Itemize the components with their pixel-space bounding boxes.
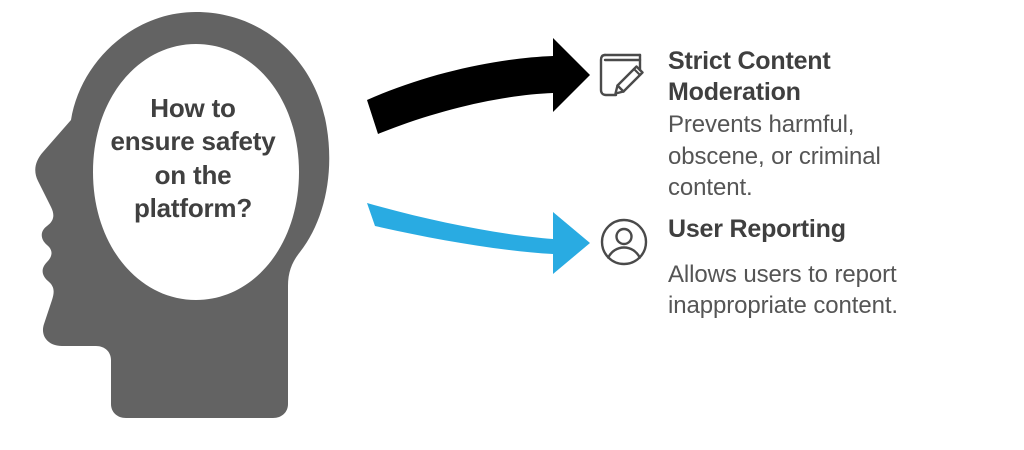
- moderation-desc-line-3: content.: [668, 174, 753, 202]
- moderation-desc-line-2: obscene, or criminal: [668, 142, 881, 170]
- notebook-pencil-icon: [596, 46, 652, 102]
- reporting-desc-line-1: Allows users to report: [668, 260, 897, 288]
- item-user-reporting: User Reporting Allows users to report in…: [596, 214, 1016, 322]
- head-silhouette-group: How to ensure safety on the platform?: [0, 0, 360, 445]
- moderation-desc-line-1: Prevents harmful,: [668, 111, 855, 138]
- moderation-title-line-1: Strict Content: [668, 47, 831, 75]
- user-circle-icon: [596, 214, 652, 270]
- item-title-reporting: User Reporting: [668, 214, 1016, 245]
- item-title-moderation: Strict Content Moderation: [668, 46, 1016, 107]
- moderation-title-line-2: Moderation: [668, 77, 801, 106]
- item-desc-reporting: Allows users to report inappropriate con…: [668, 259, 1016, 322]
- head-silhouette-icon: [35, 12, 330, 418]
- item-strict-content-moderation: Strict Content Moderation Prevents harmf…: [596, 46, 1016, 204]
- arrow-to-reporting: [367, 203, 590, 274]
- arrow-to-moderation: [367, 38, 590, 134]
- reporting-desc-line-2: inappropriate content.: [668, 292, 898, 320]
- reporting-title-line-1: User Reporting: [668, 215, 846, 243]
- item-desc-moderation: Prevents harmful, obscene, or criminal c…: [668, 109, 1016, 204]
